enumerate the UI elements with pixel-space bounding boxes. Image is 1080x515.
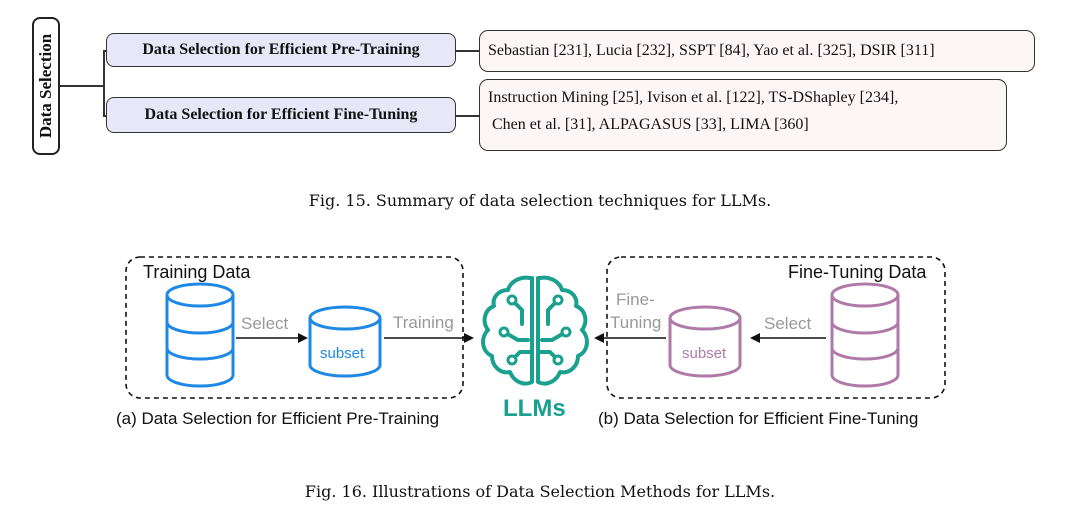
branch-line-2 [103, 115, 107, 117]
branch-line-1 [103, 50, 107, 52]
select-label-left: Select [241, 314, 289, 333]
leaf-finetuning: Instruction Mining [25], Ivison et al. [… [479, 79, 1007, 151]
training-subset-label: subset [320, 345, 365, 362]
training-subset-icon [308, 305, 382, 378]
finetuning-arrow-label-1: Fine- [616, 290, 655, 309]
finetuning-subset-label: subset [682, 345, 727, 362]
fig15-caption: Fig. 15. Summary of data selection techn… [308, 191, 772, 210]
training-arrow-label: Training [393, 313, 454, 332]
subcaption-a: (a) Data Selection for Efficient Pre-Tra… [116, 409, 440, 428]
leaf-connector-2 [456, 115, 480, 117]
category-pretraining: Data Selection for Efficient Pre-Trainin… [106, 33, 456, 67]
leaf-finetuning-line-1: Instruction Mining [25], Ivison et al. [… [488, 89, 899, 106]
leaf-pretraining-line: Sebastian [231], Lucia [232], SSPT [84],… [488, 42, 935, 59]
finetuning-arrow-label-2: Tuning [610, 313, 662, 332]
llm-brain-nodes [498, 294, 572, 366]
subcaption-b: (b) Data Selection for Efficient Fine-Tu… [598, 409, 919, 428]
taxonomy-root-label: Data Selection [36, 33, 55, 139]
llm-brain-icon [481, 275, 589, 386]
category-finetuning: Data Selection for Efficient Fine-Tuning [106, 97, 456, 133]
branch-vertical-line [103, 50, 105, 116]
taxonomy-root-box: Data Selection [32, 17, 60, 155]
fig16-diagram [125, 256, 946, 399]
category-pretraining-label: Data Selection for Efficient Pre-Trainin… [142, 41, 420, 58]
root-connector [60, 85, 104, 87]
fig16-caption: Fig. 16. Illustrations of Data Selection… [304, 482, 776, 501]
leaf-finetuning-line-2: Chen et al. [31], ALPAGASUS [33], LIMA [… [492, 116, 809, 133]
finetuning-panel [606, 256, 946, 399]
select-label-right: Select [764, 314, 812, 333]
training-panel [125, 256, 464, 399]
training-database-icon [165, 282, 235, 388]
llm-label: LLMs [503, 395, 566, 422]
leaf-pretraining: Sebastian [231], Lucia [232], SSPT [84],… [479, 30, 1035, 72]
training-data-title: Training Data [143, 262, 251, 282]
finetuning-database-icon [830, 282, 900, 388]
category-finetuning-label: Data Selection for Efficient Fine-Tuning [144, 106, 418, 123]
finetuning-subset-icon [668, 305, 742, 378]
finetuning-data-title: Fine-Tuning Data [788, 262, 927, 282]
leaf-connector-1 [456, 50, 480, 52]
